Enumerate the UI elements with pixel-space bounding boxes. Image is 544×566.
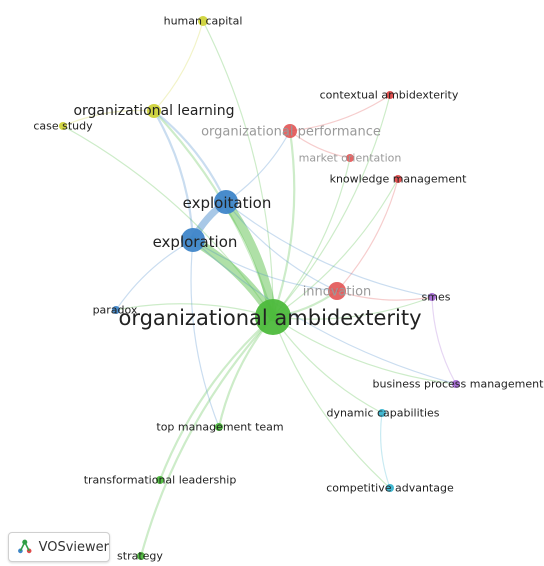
label-tmt: top management team (156, 421, 283, 434)
node-knowledge-mgmt[interactable] (394, 175, 402, 183)
node-smes[interactable] (428, 293, 436, 301)
label-strategy: strategy (117, 550, 163, 563)
link-exploitation-org_performance (225, 130, 291, 203)
link-org_learning-case_study (62, 109, 155, 127)
app-name: VOSviewer (38, 539, 109, 555)
node-case-study[interactable] (59, 122, 67, 130)
link-innovation-smes (336, 290, 433, 301)
node-innovation[interactable] (328, 282, 346, 300)
link-exploration-innovation (192, 239, 338, 292)
link-exploitation-innovation (225, 201, 338, 292)
label-exploitation: exploitation (183, 194, 272, 212)
label-bpm: business process management (373, 378, 544, 391)
node-market-orientation[interactable] (346, 154, 354, 162)
link-oa-case_study (62, 125, 274, 318)
node-exploration[interactable] (181, 228, 205, 252)
link-exploitation-smes (225, 201, 433, 298)
link-dynamic_cap-competitive_adv (380, 412, 391, 489)
node-exploitation[interactable] (214, 190, 238, 214)
label-org-performance: organizational performance (201, 125, 381, 140)
label-knowledge-mgmt: knowledge management (330, 173, 467, 186)
link-oa-strategy (139, 315, 275, 558)
label-exploration: exploration (153, 233, 238, 251)
node-dynamic-cap[interactable] (378, 409, 386, 417)
label-org-learning: organizational learning (73, 103, 234, 119)
link-oa-bpm (272, 316, 457, 385)
label-innovation: innovation (303, 285, 372, 300)
link-exploitation-org_learning (152, 109, 228, 204)
label-competitive-adv: competitive advantage (326, 482, 454, 495)
node-transformational[interactable] (156, 476, 164, 484)
vosviewer-logo-icon (18, 539, 32, 554)
vosviewer-badge[interactable]: VOSviewer (8, 532, 110, 562)
label-paradox: paradox (93, 304, 138, 317)
labels-layer: organizational ambidexterity exploitation… (33, 15, 544, 563)
link-exploration-bpm (192, 239, 457, 385)
link-innovation-knowledge_mgmt (336, 178, 399, 292)
node-contextual-amb[interactable] (386, 91, 394, 99)
label-case-study: case study (33, 120, 93, 133)
node-oa[interactable] (255, 299, 291, 335)
link-oa-dynamic_cap (272, 316, 383, 414)
label-human-capital: human capital (164, 15, 243, 28)
link-org_learning-human_capital (153, 20, 204, 112)
label-dynamic-cap: dynamic capabilities (326, 407, 439, 420)
node-competitive-adv[interactable] (386, 484, 394, 492)
label-smes: smes (422, 291, 451, 304)
link-oa-paradox (115, 303, 274, 318)
link-oa-market_orientation (272, 157, 351, 318)
nodes-layer (59, 16, 460, 560)
link-oa-transformational (158, 315, 275, 482)
node-org-performance[interactable] (283, 124, 297, 138)
link-exploration-tmt (190, 239, 220, 428)
node-strategy[interactable] (137, 552, 145, 560)
link-oa-human_capital (202, 20, 274, 318)
node-org-learning[interactable] (147, 104, 161, 118)
node-tmt[interactable] (215, 423, 223, 431)
label-market-orientation: market orientation (299, 152, 402, 165)
link-oa-knowledge_mgmt (272, 178, 399, 318)
link-oa-smes (272, 296, 433, 320)
node-human-capital[interactable] (198, 16, 208, 26)
label-contextual-amb: contextual ambidexterity (320, 89, 459, 102)
link-exploration-org_learning (152, 109, 195, 242)
node-bpm[interactable] (452, 380, 460, 388)
link-smes-bpm (431, 296, 457, 385)
link-org_performance-contextual_amb (289, 94, 391, 132)
label-oa: organizational ambidexterity (118, 306, 421, 330)
link-oa-contextual_amb (272, 94, 391, 318)
node-paradox[interactable] (112, 306, 120, 314)
link-oa-competitive_adv (272, 316, 391, 489)
label-transformational: transformational leadership (84, 474, 237, 487)
link-oa-org_performance (271, 129, 296, 319)
